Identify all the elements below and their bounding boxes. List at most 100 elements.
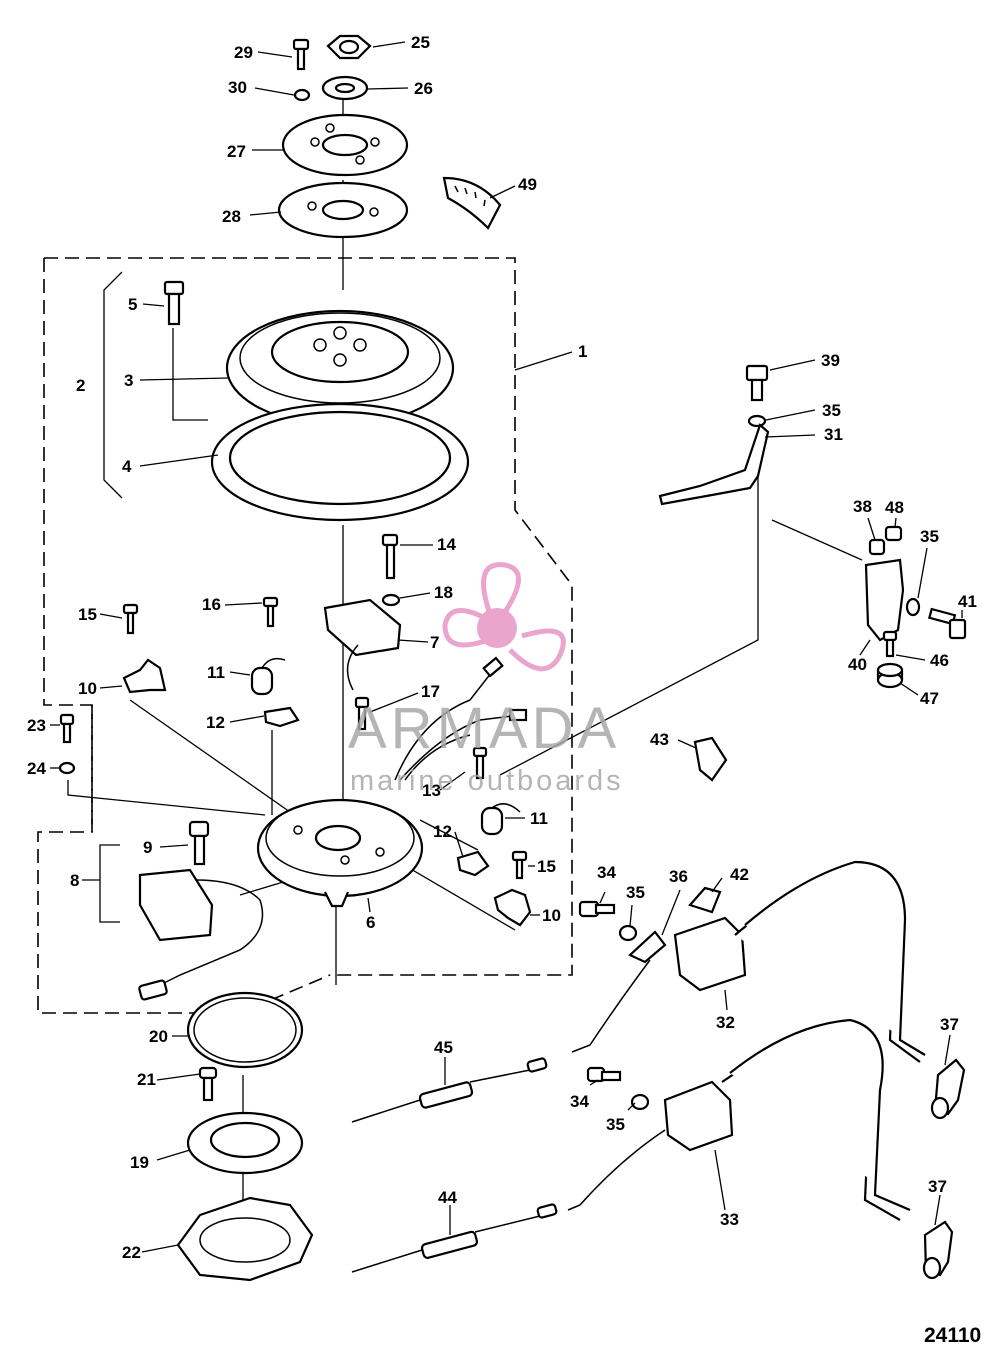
callout-20: 20: [149, 1027, 168, 1046]
wire-terminal-part: [508, 708, 528, 722]
clip-part: [263, 706, 300, 728]
spark-plug-boot-part: [922, 1220, 954, 1280]
callout-37: 37: [928, 1177, 947, 1196]
hub-plate-part: [277, 181, 409, 239]
timing-decal-part: [442, 176, 502, 230]
ring-gear-part: [210, 402, 470, 522]
coil-washer-part: [630, 1093, 650, 1111]
condenser-part: [480, 803, 521, 836]
group-bracket: [99, 271, 123, 923]
callout-10: 10: [78, 679, 97, 698]
callout-34: 34: [597, 863, 616, 882]
retaining-ring-part: [186, 991, 304, 1069]
callout-16: 16: [202, 595, 221, 614]
callout-22: 22: [122, 1243, 141, 1262]
callout-11: 11: [530, 809, 548, 828]
callout-30: 30: [228, 78, 247, 97]
screw-21-part: [198, 1066, 218, 1102]
washer-24-part: [58, 761, 76, 775]
callout-31: 31: [824, 425, 843, 444]
link-washer-part: [747, 414, 767, 428]
callout-36: 36: [669, 867, 688, 886]
ground-strap-part: [628, 930, 667, 964]
clamp-part: [693, 736, 728, 782]
gasket-part: [176, 1196, 314, 1282]
grommet-part: [884, 525, 903, 542]
callout-17: 17: [421, 682, 440, 701]
callout-37: 37: [940, 1015, 959, 1034]
thrust-washer-part: [321, 75, 369, 101]
callout-10: 10: [542, 906, 561, 925]
condenser-part: [250, 657, 286, 696]
figure-number: 24110: [924, 1324, 981, 1347]
callout-39: 39: [821, 351, 840, 370]
coil-bracket-part: [688, 886, 722, 914]
callout-6: 6: [366, 913, 375, 932]
coil-mount-bolt-part: [586, 1066, 622, 1083]
callout-35: 35: [606, 1115, 625, 1134]
assembly-outline: [37, 257, 573, 1014]
callout-4: 4: [122, 457, 132, 476]
throttle-arm-part: [658, 423, 770, 506]
screw-23-part: [59, 713, 75, 744]
trigger-washer-part: [381, 593, 401, 607]
callout-34: 34: [570, 1092, 589, 1111]
callout-15: 15: [537, 857, 556, 876]
callout-26: 26: [414, 79, 433, 98]
callout-8: 8: [70, 871, 79, 890]
callout-47: 47: [920, 689, 939, 708]
callout-35: 35: [920, 527, 939, 546]
lever-washer-part: [905, 597, 921, 617]
lever-bolt-part: [928, 607, 967, 640]
callout-38: 38: [853, 497, 872, 516]
high-tension-lead-part: [351, 1203, 558, 1273]
washer-part: [293, 88, 311, 102]
small-screw-part: [122, 603, 139, 635]
breaker-point-part: [122, 658, 167, 694]
trigger-screw-part: [381, 533, 399, 580]
callout-27: 27: [227, 142, 246, 161]
callout-7: 7: [430, 633, 439, 652]
bolt-part: [163, 280, 185, 326]
propeller-logo-icon: [442, 562, 566, 672]
callout-43: 43: [650, 730, 669, 749]
lever-screw-part: [882, 630, 898, 658]
callout-32: 32: [716, 1013, 735, 1032]
callout-3: 3: [124, 371, 133, 390]
callout-11: 11: [207, 663, 225, 682]
callout-12: 12: [206, 713, 225, 732]
callout-35: 35: [626, 883, 645, 902]
collar-part: [186, 1111, 304, 1175]
callout-40: 40: [848, 655, 867, 674]
callout-5: 5: [128, 295, 137, 314]
callout-25: 25: [411, 33, 430, 52]
callout-49: 49: [518, 175, 537, 194]
callout-19: 19: [130, 1153, 149, 1172]
callout-44: 44: [438, 1188, 457, 1207]
callout-21: 21: [137, 1070, 156, 1089]
callout-12: 12: [433, 822, 452, 841]
watermark: ARMADA marine outboards: [348, 562, 624, 797]
callout-15: 15: [78, 605, 97, 624]
spark-plug-boot-part: [930, 1058, 966, 1120]
coil-screw-part: [188, 820, 210, 866]
high-tension-lead-part: [351, 1057, 548, 1123]
callout-labels: 25 29 30 26 27 28 49 5 1 2 3 4 39 35 31 …: [27, 33, 981, 1347]
lever-part: [864, 558, 905, 642]
callout-14: 14: [437, 535, 456, 554]
callout-48: 48: [885, 498, 904, 517]
ignition-coil-part: [571, 860, 926, 1063]
bushing-part: [868, 538, 886, 556]
link-bolt-part: [745, 364, 769, 402]
trigger-part: [323, 598, 402, 691]
small-screw-part: [511, 850, 528, 880]
callout-13: 13: [422, 781, 441, 800]
watermark-tagline: marine outboards: [350, 765, 624, 797]
nut-part: [326, 34, 372, 60]
ignition-coil-assembly-part: [138, 868, 264, 1001]
callout-1: 1: [578, 342, 587, 361]
watermark-brand: ARMADA: [348, 696, 620, 761]
ignition-coil-part: [567, 1018, 911, 1221]
callout-2: 2: [76, 376, 85, 395]
